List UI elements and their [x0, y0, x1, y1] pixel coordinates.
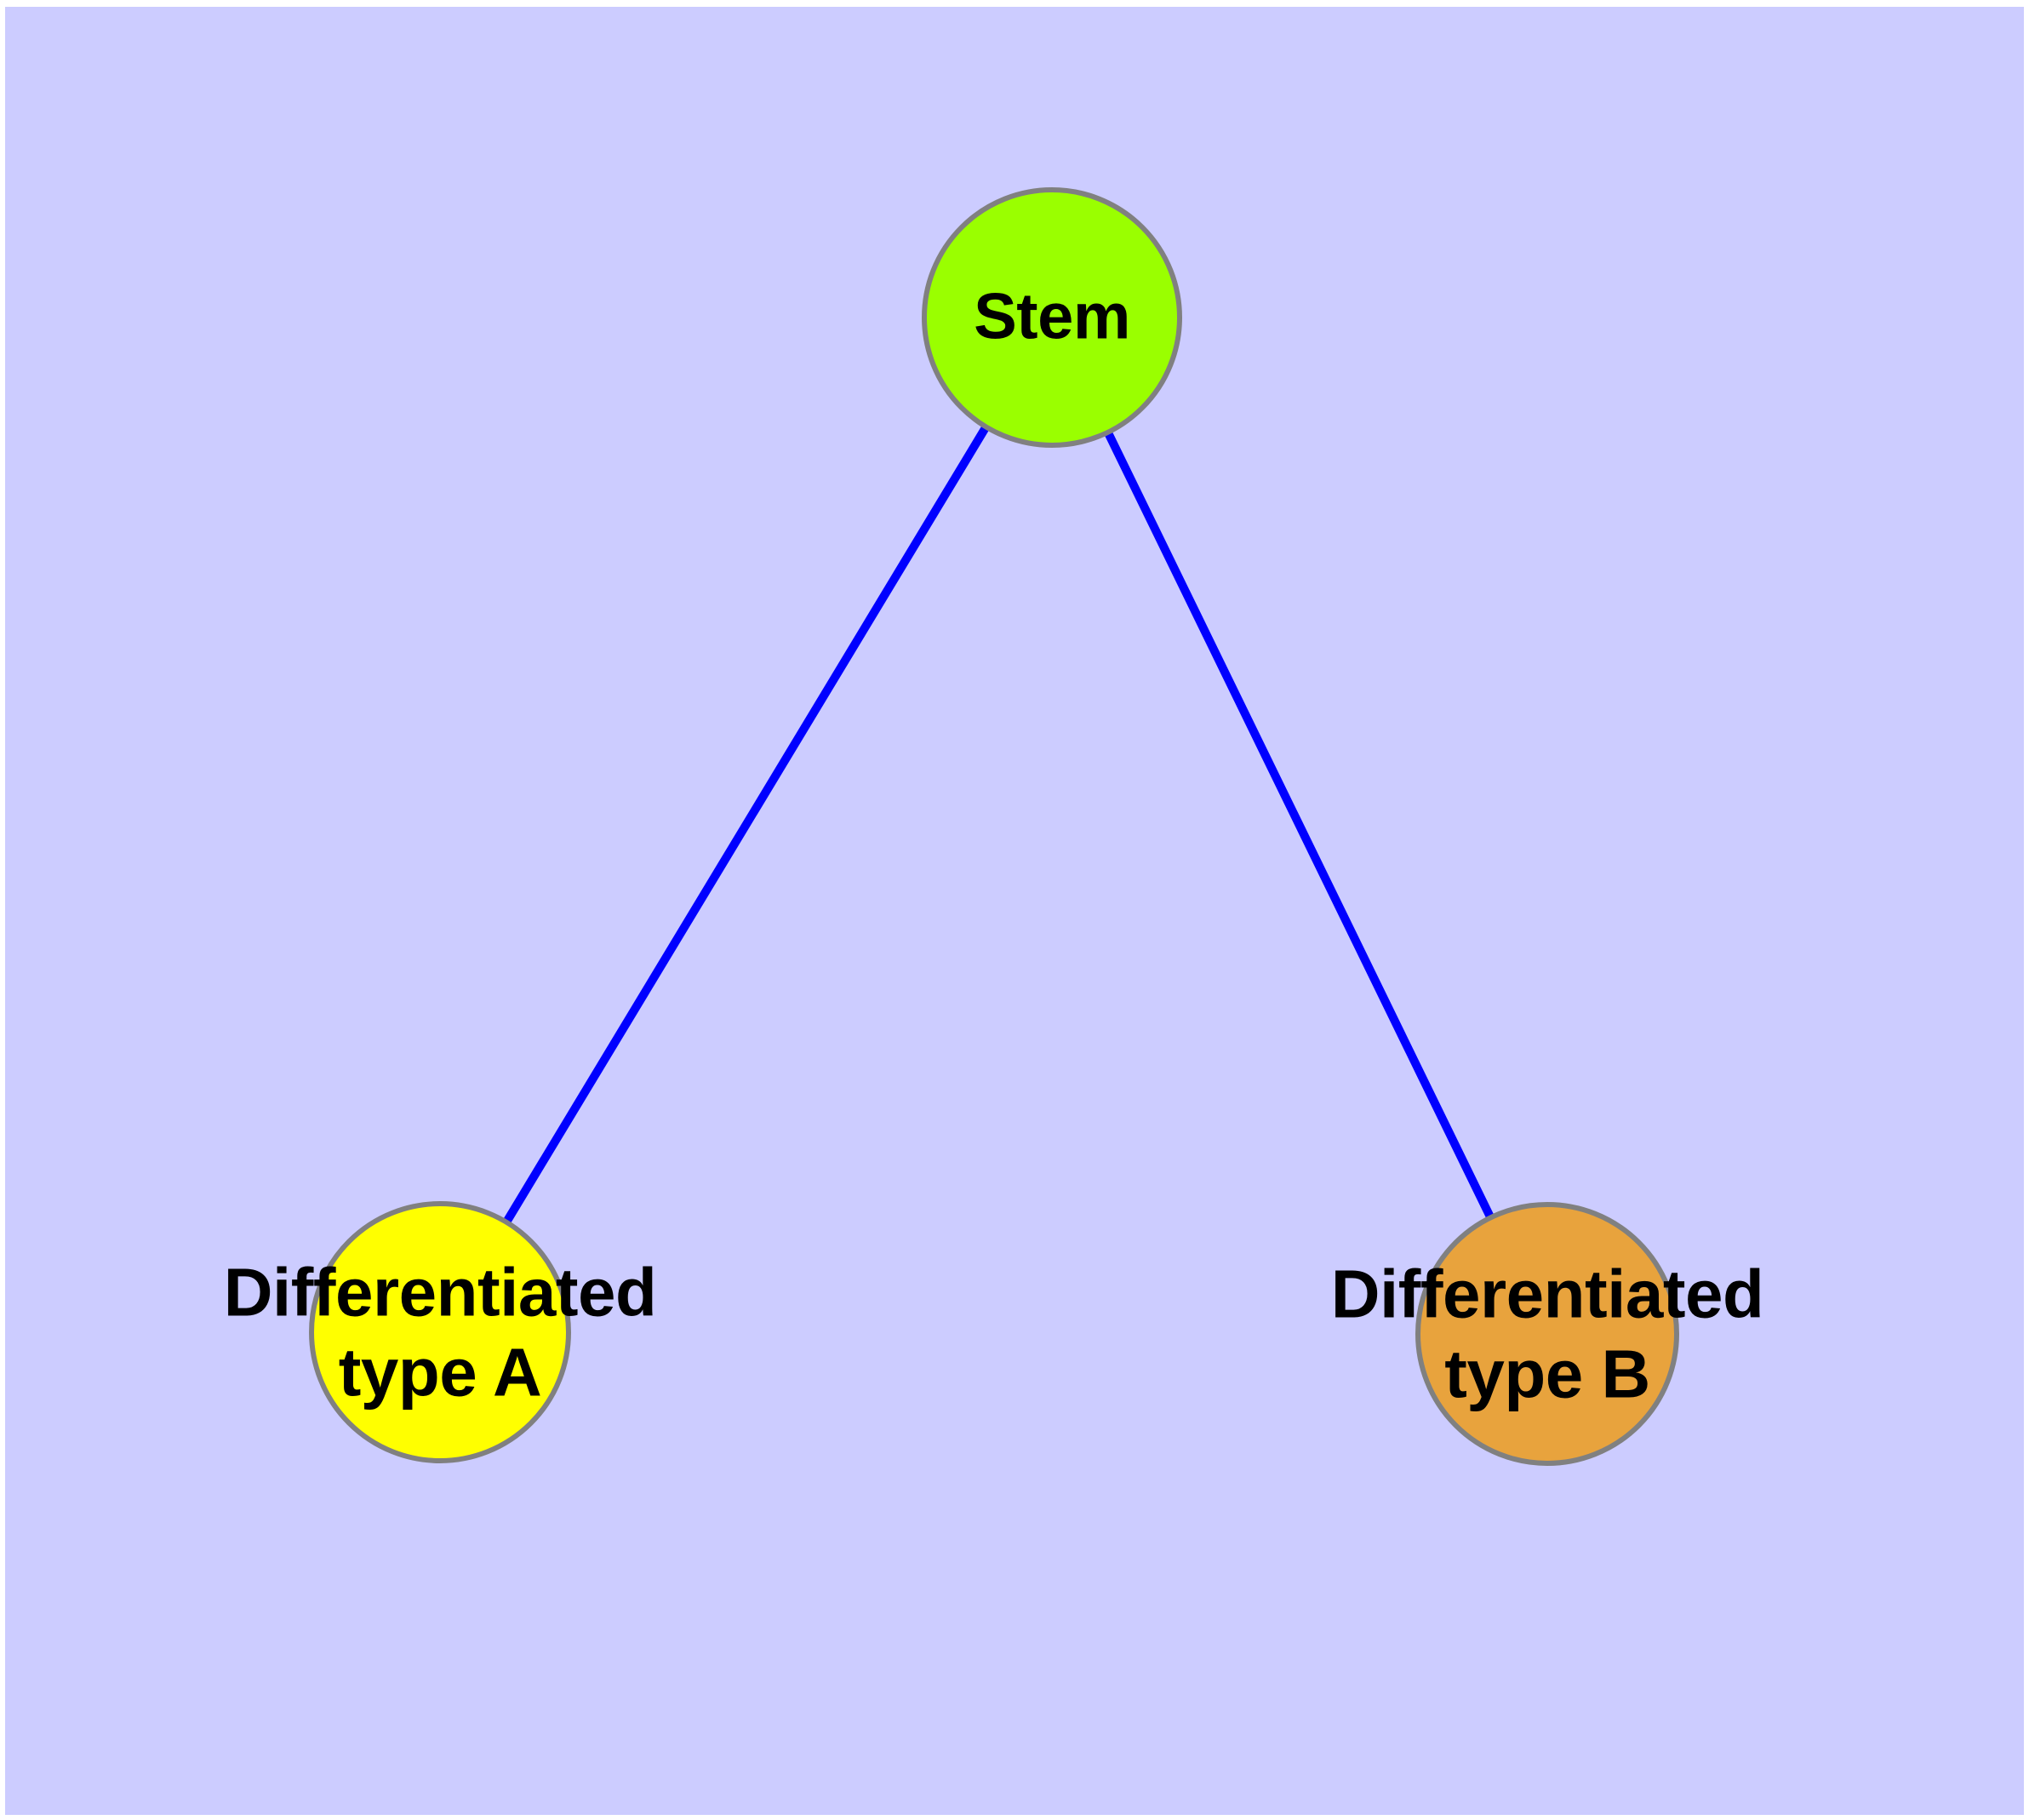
graph-node-stem[interactable] [922, 187, 1182, 448]
graph-node-diff_b[interactable] [1415, 1202, 1679, 1466]
graph-node-diff_a[interactable] [309, 1201, 571, 1463]
graph-edge [436, 315, 1056, 1335]
nodes-group [309, 187, 1679, 1466]
edges-group [436, 315, 1552, 1336]
graph-edge [1048, 315, 1552, 1336]
